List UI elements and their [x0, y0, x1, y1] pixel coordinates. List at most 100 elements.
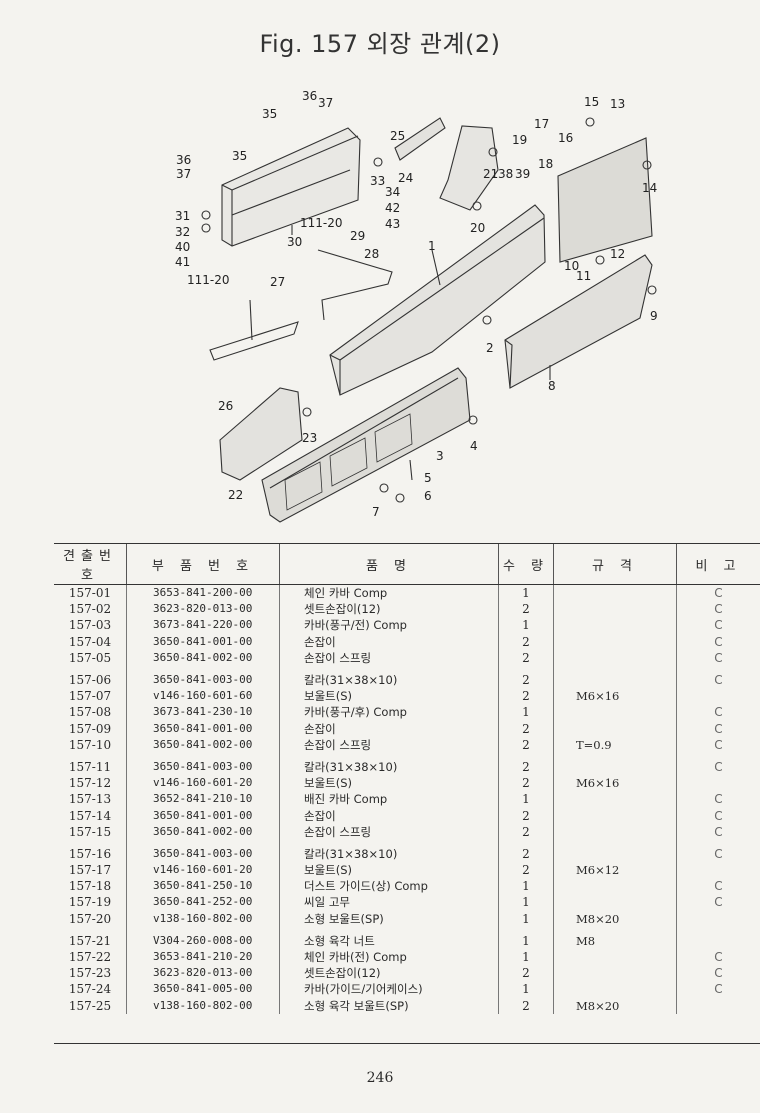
header-part-name: 품 명 — [279, 543, 499, 585]
svg-text:111-20: 111-20 — [187, 273, 230, 287]
qty-cell: 1 — [498, 704, 554, 721]
part-name-cell: 보울트(S) — [279, 688, 499, 705]
remarks-cell: C — [676, 584, 760, 602]
qty-cell: 1 — [498, 878, 554, 895]
figure-title: Fig. 157 외장 관계(2) — [259, 30, 501, 58]
part-name-cell: 셋트손잡이(12) — [279, 965, 499, 982]
ref-no-cell: 157-15 — [68, 824, 112, 839]
svg-text:19: 19 — [512, 133, 527, 147]
svg-text:26: 26 — [218, 399, 233, 413]
svg-text:31: 31 — [175, 209, 190, 223]
part-name-cell: 더스트 가이드(상) Comp — [279, 878, 499, 895]
table-bottom-rule — [54, 1043, 760, 1044]
qty-cell: 1 — [498, 791, 554, 808]
spec-cell: M8×20 — [553, 910, 677, 927]
svg-text:36: 36 — [302, 89, 317, 103]
ref-no-cell: 157-05 — [68, 650, 112, 665]
qty-cell: 2 — [498, 839, 554, 862]
svg-text:15: 15 — [584, 95, 599, 109]
spec-cell — [553, 894, 677, 911]
qty-cell: 2 — [498, 688, 554, 705]
qty-cell: 1 — [498, 948, 554, 966]
svg-text:22: 22 — [228, 488, 243, 502]
table-header-row: 견출번호 부 품 번 호 품 명 수 량 규 격 비 고 — [54, 543, 760, 585]
part-name-cell: 소형 보울트(SP) — [279, 910, 499, 927]
ref-no-cell: 157-01 — [68, 586, 112, 601]
svg-text:3: 3 — [436, 449, 444, 463]
ref-no-cell: 157-18 — [68, 879, 112, 894]
part-name-cell: 배진 카바 Comp — [279, 791, 499, 808]
qty-cell: 2 — [498, 752, 554, 776]
qty-cell: 1 — [498, 926, 554, 949]
spec-cell — [553, 878, 677, 895]
part-no-cell: 3650-841-003-00 — [126, 665, 280, 689]
spec-cell — [553, 823, 677, 840]
svg-text:18: 18 — [538, 157, 553, 171]
svg-text:41: 41 — [175, 255, 190, 269]
qty-cell: 1 — [498, 584, 554, 602]
svg-text:29: 29 — [350, 229, 365, 243]
qty-cell: 2 — [498, 649, 554, 666]
spec-cell — [553, 633, 677, 650]
svg-text:4: 4 — [470, 439, 478, 453]
svg-text:36: 36 — [176, 153, 191, 167]
ref-no-cell: 157-03 — [68, 618, 112, 633]
remarks-cell: C — [676, 736, 760, 753]
part-name-cell: 카바(풍구/전) Comp — [279, 617, 499, 634]
qty-cell: 2 — [498, 633, 554, 650]
svg-text:5: 5 — [424, 471, 432, 485]
svg-text:35: 35 — [262, 107, 277, 121]
qty-cell: 2 — [498, 965, 554, 982]
svg-text:20: 20 — [470, 221, 485, 235]
part-no-cell: 3650-841-252-00 — [126, 894, 280, 911]
svg-text:37: 37 — [176, 167, 191, 181]
header-part-no: 부 품 번 호 — [126, 543, 280, 585]
svg-text:40: 40 — [175, 240, 190, 254]
qty-cell: 1 — [498, 617, 554, 634]
remarks-cell: C — [676, 894, 760, 911]
remarks-cell: C — [676, 633, 760, 650]
qty-cell: 1 — [498, 894, 554, 911]
svg-text:7: 7 — [372, 505, 380, 519]
header-spec: 규 격 — [553, 543, 677, 585]
remarks-cell: C — [676, 839, 760, 862]
svg-text:30: 30 — [287, 235, 302, 249]
ref-no-cell: 157-17 — [68, 863, 112, 878]
part-name-cell: 씨일 고무 — [279, 894, 499, 911]
part-no-cell: 3623-820-013-00 — [126, 601, 280, 618]
spec-cell — [553, 807, 677, 824]
svg-text:42: 42 — [385, 201, 400, 215]
part-no-cell: 3650-841-003-00 — [126, 752, 280, 776]
svg-text:32: 32 — [175, 225, 190, 239]
svg-text:34: 34 — [385, 185, 400, 199]
svg-text:24: 24 — [398, 171, 413, 185]
remarks-cell: C — [676, 752, 760, 776]
svg-text:111-20: 111-20 — [300, 216, 343, 230]
spec-cell — [553, 965, 677, 982]
svg-text:21: 21 — [483, 167, 498, 181]
ref-no-cell: 157-20 — [68, 911, 112, 926]
part-name-cell: 손잡이 — [279, 807, 499, 824]
part-name-cell: 셋트손잡이(12) — [279, 601, 499, 618]
part-no-cell: v146-160-601-20 — [126, 775, 280, 792]
ref-no-cell: 157-23 — [68, 966, 112, 981]
part-name-cell: 보울트(S) — [279, 862, 499, 879]
svg-text:23: 23 — [302, 431, 317, 445]
part-no-cell: 3653-841-200-00 — [126, 584, 280, 602]
parts-drawing — [201, 117, 657, 523]
